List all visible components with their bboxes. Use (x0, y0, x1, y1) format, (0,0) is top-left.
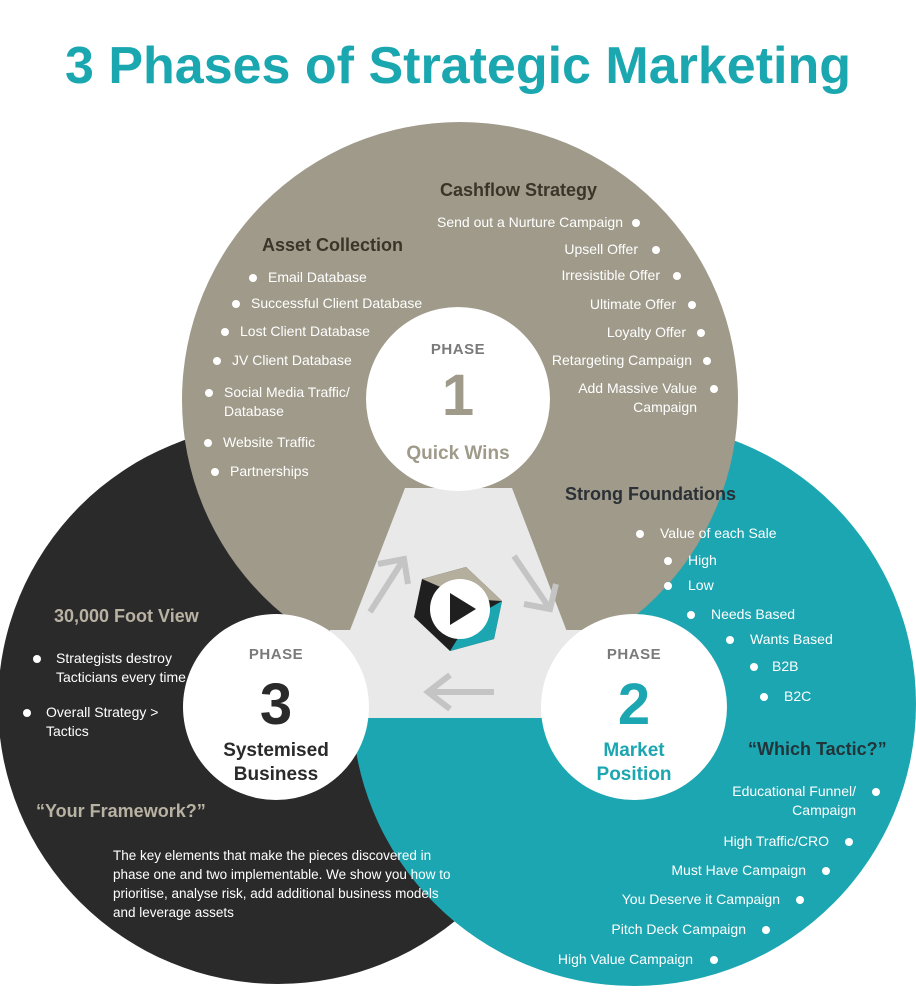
phase-3-number: 3 (259, 672, 293, 737)
tactic-heading: “Which Tactic?” (748, 739, 887, 759)
phase-3-badge (183, 614, 369, 800)
cycle-arrows (367, 554, 559, 712)
list-item-text: Overall Strategy > Tactics (46, 704, 159, 739)
bullet-dot-icon (652, 246, 660, 254)
list-item-text: B2B (772, 658, 799, 674)
phase-1-number: 1 (441, 363, 475, 428)
list-item-text: Email Database (268, 269, 367, 285)
list-item-text: Educational Funnel/ Campaign (732, 783, 856, 818)
phase-1-label: PHASE (430, 341, 486, 358)
bullet-dot-icon (211, 468, 219, 476)
bullet-dot-icon (796, 896, 804, 904)
bullet-dot-icon (697, 329, 705, 337)
list-item-text: Add Massive Value Campaign (578, 380, 697, 415)
list-item-text: Strategists destroy Tacticians every tim… (56, 650, 186, 685)
bullet-dot-icon (221, 328, 229, 336)
list-item-text: Pitch Deck Campaign (611, 921, 746, 937)
center-triangle-lower (316, 630, 600, 718)
phase-2-label: PHASE (606, 646, 662, 663)
bullet-dot-icon (632, 219, 640, 227)
list-item-text: Low (688, 577, 714, 593)
phase-2-badge (541, 614, 727, 800)
bullet-dot-icon (664, 582, 672, 590)
list-item-text: Successful Client Database (251, 295, 423, 311)
play-logo-icon (414, 567, 502, 651)
list-item-text: Needs Based (711, 606, 796, 622)
list-item-text: High Value Campaign (557, 951, 693, 967)
list-item-text: Loyalty Offer (606, 324, 686, 340)
framework-heading: “Your Framework?” (36, 801, 206, 821)
assets-heading: Asset Collection (262, 235, 404, 255)
bullet-dot-icon (726, 636, 734, 644)
cashflow-heading: Cashflow Strategy (440, 180, 598, 200)
list-item-text: Ultimate Offer (589, 296, 676, 312)
phase-3-name: Systemised Business (223, 740, 329, 785)
bullet-dot-icon (673, 272, 681, 280)
bullet-dot-icon (703, 357, 711, 365)
page-title: 3 Phases of Strategic Marketing (64, 37, 852, 95)
list-item-text: Wants Based (750, 631, 833, 647)
bullet-dot-icon (750, 663, 758, 671)
list-item-text: High (688, 552, 717, 568)
bullet-dot-icon (872, 788, 880, 796)
bullet-dot-icon (762, 926, 770, 934)
arrow-left-icon (423, 672, 494, 712)
list-item-text: Lost Client Database (240, 323, 370, 339)
arrow-down-right-icon (511, 554, 559, 613)
bullet-dot-icon (232, 300, 240, 308)
list-item-text: Partnerships (230, 463, 309, 479)
list-item-text: You Deserve it Campaign (621, 891, 780, 907)
bullet-dot-icon (710, 385, 718, 393)
bullet-dot-icon (845, 838, 853, 846)
foot-heading: 30,000 Foot View (54, 606, 199, 626)
phase-1-badge (366, 307, 550, 491)
list-item-text: JV Client Database (232, 352, 352, 368)
phase-3-label: PHASE (248, 646, 304, 663)
list-item-text: Website Traffic (223, 434, 316, 450)
list-item-text: Irresistible Offer (561, 267, 660, 283)
bullet-dot-icon (664, 557, 672, 565)
bullet-dot-icon (213, 357, 221, 365)
list-item-text: Upsell Offer (564, 241, 638, 257)
bullet-dot-icon (33, 655, 41, 663)
phase-2-number: 2 (617, 672, 651, 737)
bullet-dot-icon (23, 709, 31, 717)
bullet-dot-icon (205, 389, 213, 397)
list-item-text: B2C (784, 688, 812, 704)
phase-2-name: Market Position (596, 740, 672, 785)
bullet-dot-icon (688, 301, 696, 309)
bullet-dot-icon (822, 867, 830, 875)
bullet-dot-icon (710, 956, 718, 964)
bullet-dot-icon (204, 439, 212, 447)
bullet-dot-icon (636, 530, 644, 538)
list-item-text: Must Have Campaign (671, 862, 806, 878)
framework-paragraph: The key elements that make the pieces di… (113, 848, 451, 920)
list-item-text: High Traffic/CRO (723, 833, 829, 849)
bullet-dot-icon (760, 693, 768, 701)
list-item-text: Send out a Nurture Campaign (437, 214, 623, 230)
list-item-text: Social Media Traffic/ Database (224, 384, 350, 419)
foundations-heading: Strong Foundations (565, 484, 736, 504)
arrow-up-right-icon (367, 555, 411, 614)
list-item-text: Retargeting Campaign (551, 352, 692, 368)
phase-1-name: Quick Wins (406, 443, 510, 464)
list-item-text: Value of each Sale (660, 525, 777, 541)
bullet-dot-icon (249, 274, 257, 282)
bullet-dot-icon (687, 611, 695, 619)
